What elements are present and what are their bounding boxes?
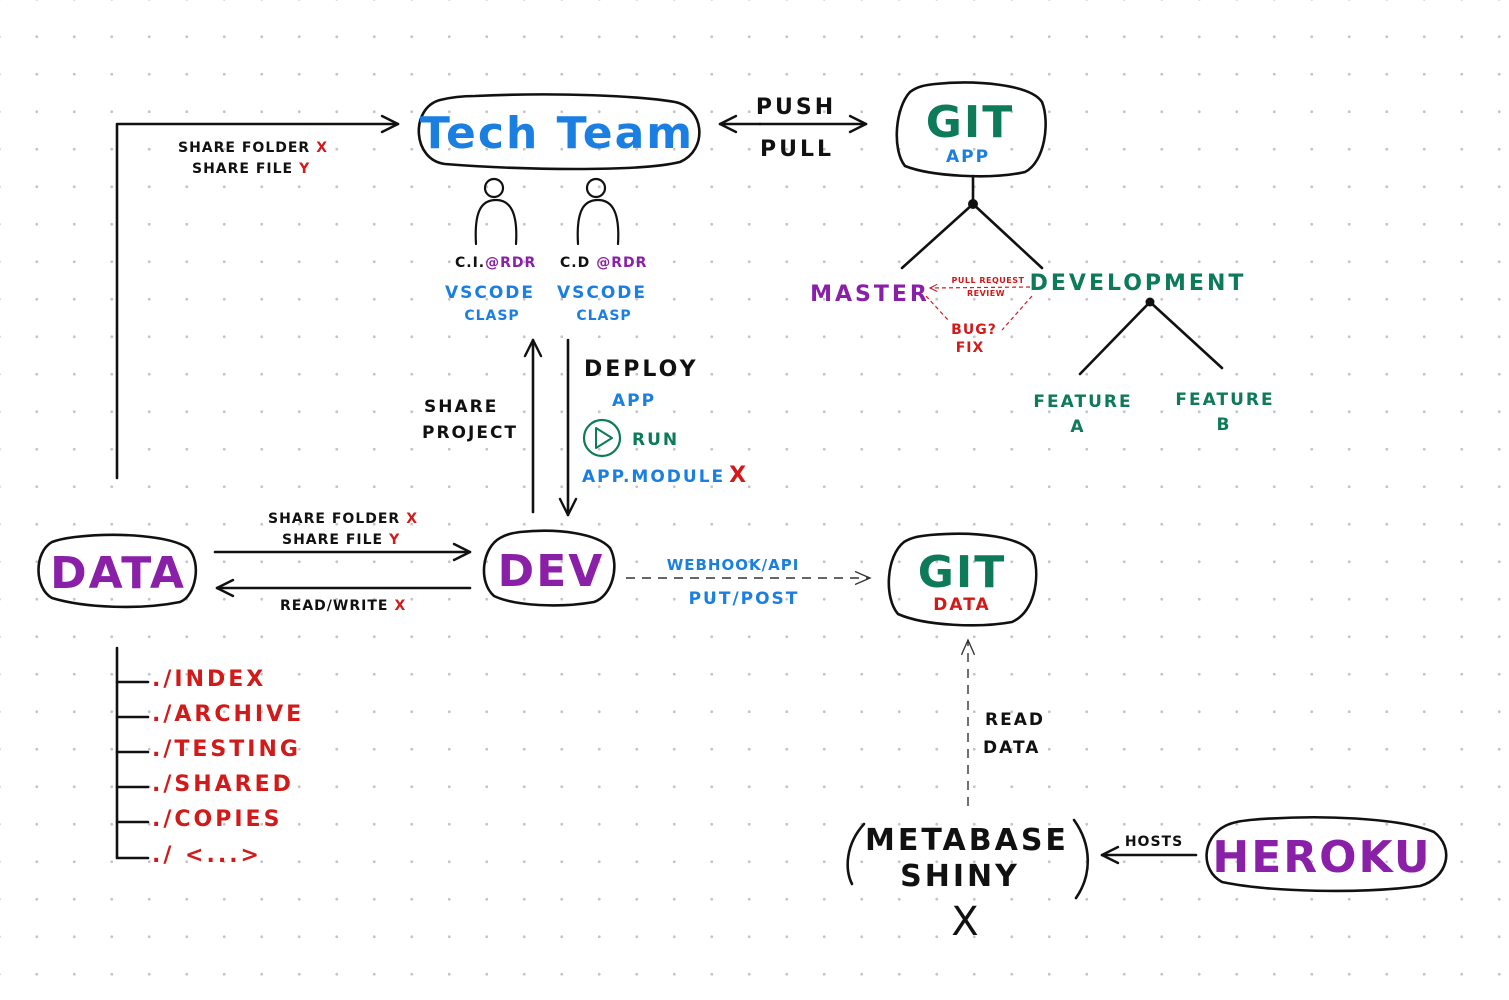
branch-line-development [971, 202, 1044, 270]
branch-line-master [900, 202, 975, 270]
folder-item: ./TESTING [152, 737, 301, 762]
tech-team-label: Tech Team [420, 108, 694, 159]
share-project-label: PROJECT [422, 423, 518, 443]
branch-line-feature-a [1078, 300, 1152, 376]
share-project-label: SHARE [424, 397, 498, 417]
folder-item: ./ <...> [152, 843, 262, 868]
member-handle: C.D@RDR [560, 255, 647, 271]
feature-b-label: FEATURE [1175, 390, 1274, 410]
pull-request-label: PULL REQUEST [952, 276, 1025, 285]
bug-fix-loop [925, 295, 1033, 331]
git-data-subtitle: DATA [933, 595, 990, 615]
git-app-title: GIT [926, 97, 1015, 148]
member-handle: C.I.@RDR [455, 255, 536, 271]
data-node[interactable] [37, 533, 198, 609]
feature-b-label: B [1217, 415, 1232, 435]
webhook-label: WEBHOOK/API [667, 556, 800, 574]
data-to-tech-team-arrow [115, 114, 400, 480]
pull-request-arrow [930, 287, 1031, 288]
feature-a-label: A [1070, 417, 1085, 437]
review-label: REVIEW [967, 289, 1005, 298]
deploy-label: DEPLOY [584, 357, 699, 382]
fix-label: FIX [956, 340, 985, 356]
metabase-label: METABASE [865, 823, 1069, 858]
shiny-label: SHINY [900, 859, 1020, 894]
member-tool: CLASP [576, 308, 631, 324]
pull-label: PULL [760, 137, 834, 162]
tech-team-node[interactable] [417, 93, 701, 171]
feature-a-label: FEATURE [1033, 392, 1132, 412]
run-label: RUN [632, 430, 679, 450]
deploy-app-label: APP [612, 391, 656, 411]
play-icon[interactable] [582, 418, 622, 458]
git-app-subtitle: APP [946, 147, 990, 167]
master-branch-label: MASTER [810, 282, 930, 307]
member-tool: VSCODE [445, 283, 535, 303]
bug-label: BUG? [951, 322, 997, 338]
git-data-node[interactable] [887, 532, 1038, 627]
git-app-node[interactable] [895, 81, 1047, 178]
heroku-label: HEROKU [1212, 832, 1431, 883]
dev-node[interactable] [482, 529, 616, 607]
heroku-node[interactable] [1205, 816, 1448, 893]
read-data-label: DATA [983, 738, 1040, 758]
dev-label: DEV [498, 546, 605, 597]
folder-item: ./ARCHIVE [152, 702, 304, 727]
branch-line-feature-b [1148, 300, 1224, 370]
folder-item: ./SHARED [152, 772, 294, 797]
folder-item: ./INDEX [152, 667, 266, 692]
push-label: PUSH [756, 95, 836, 120]
development-branch-label: DEVELOPMENT [1030, 271, 1247, 296]
metabase-bracket-right [1072, 818, 1090, 900]
folder-tree-lines [115, 646, 150, 860]
metabase-bracket-left [846, 822, 866, 886]
metabase-x-mark: X [951, 899, 980, 945]
member-tool: VSCODE [557, 283, 647, 303]
hosts-label: HOSTS [1125, 834, 1183, 850]
person-icon [474, 177, 518, 246]
member-tool: CLASP [464, 308, 519, 324]
data-label: DATA [50, 548, 186, 599]
person-icon [576, 177, 620, 246]
git-data-title: GIT [918, 547, 1007, 598]
folder-item: ./COPIES [152, 807, 282, 832]
put-post-label: PUT/POST [689, 589, 800, 609]
read-data-label: READ [985, 710, 1045, 730]
